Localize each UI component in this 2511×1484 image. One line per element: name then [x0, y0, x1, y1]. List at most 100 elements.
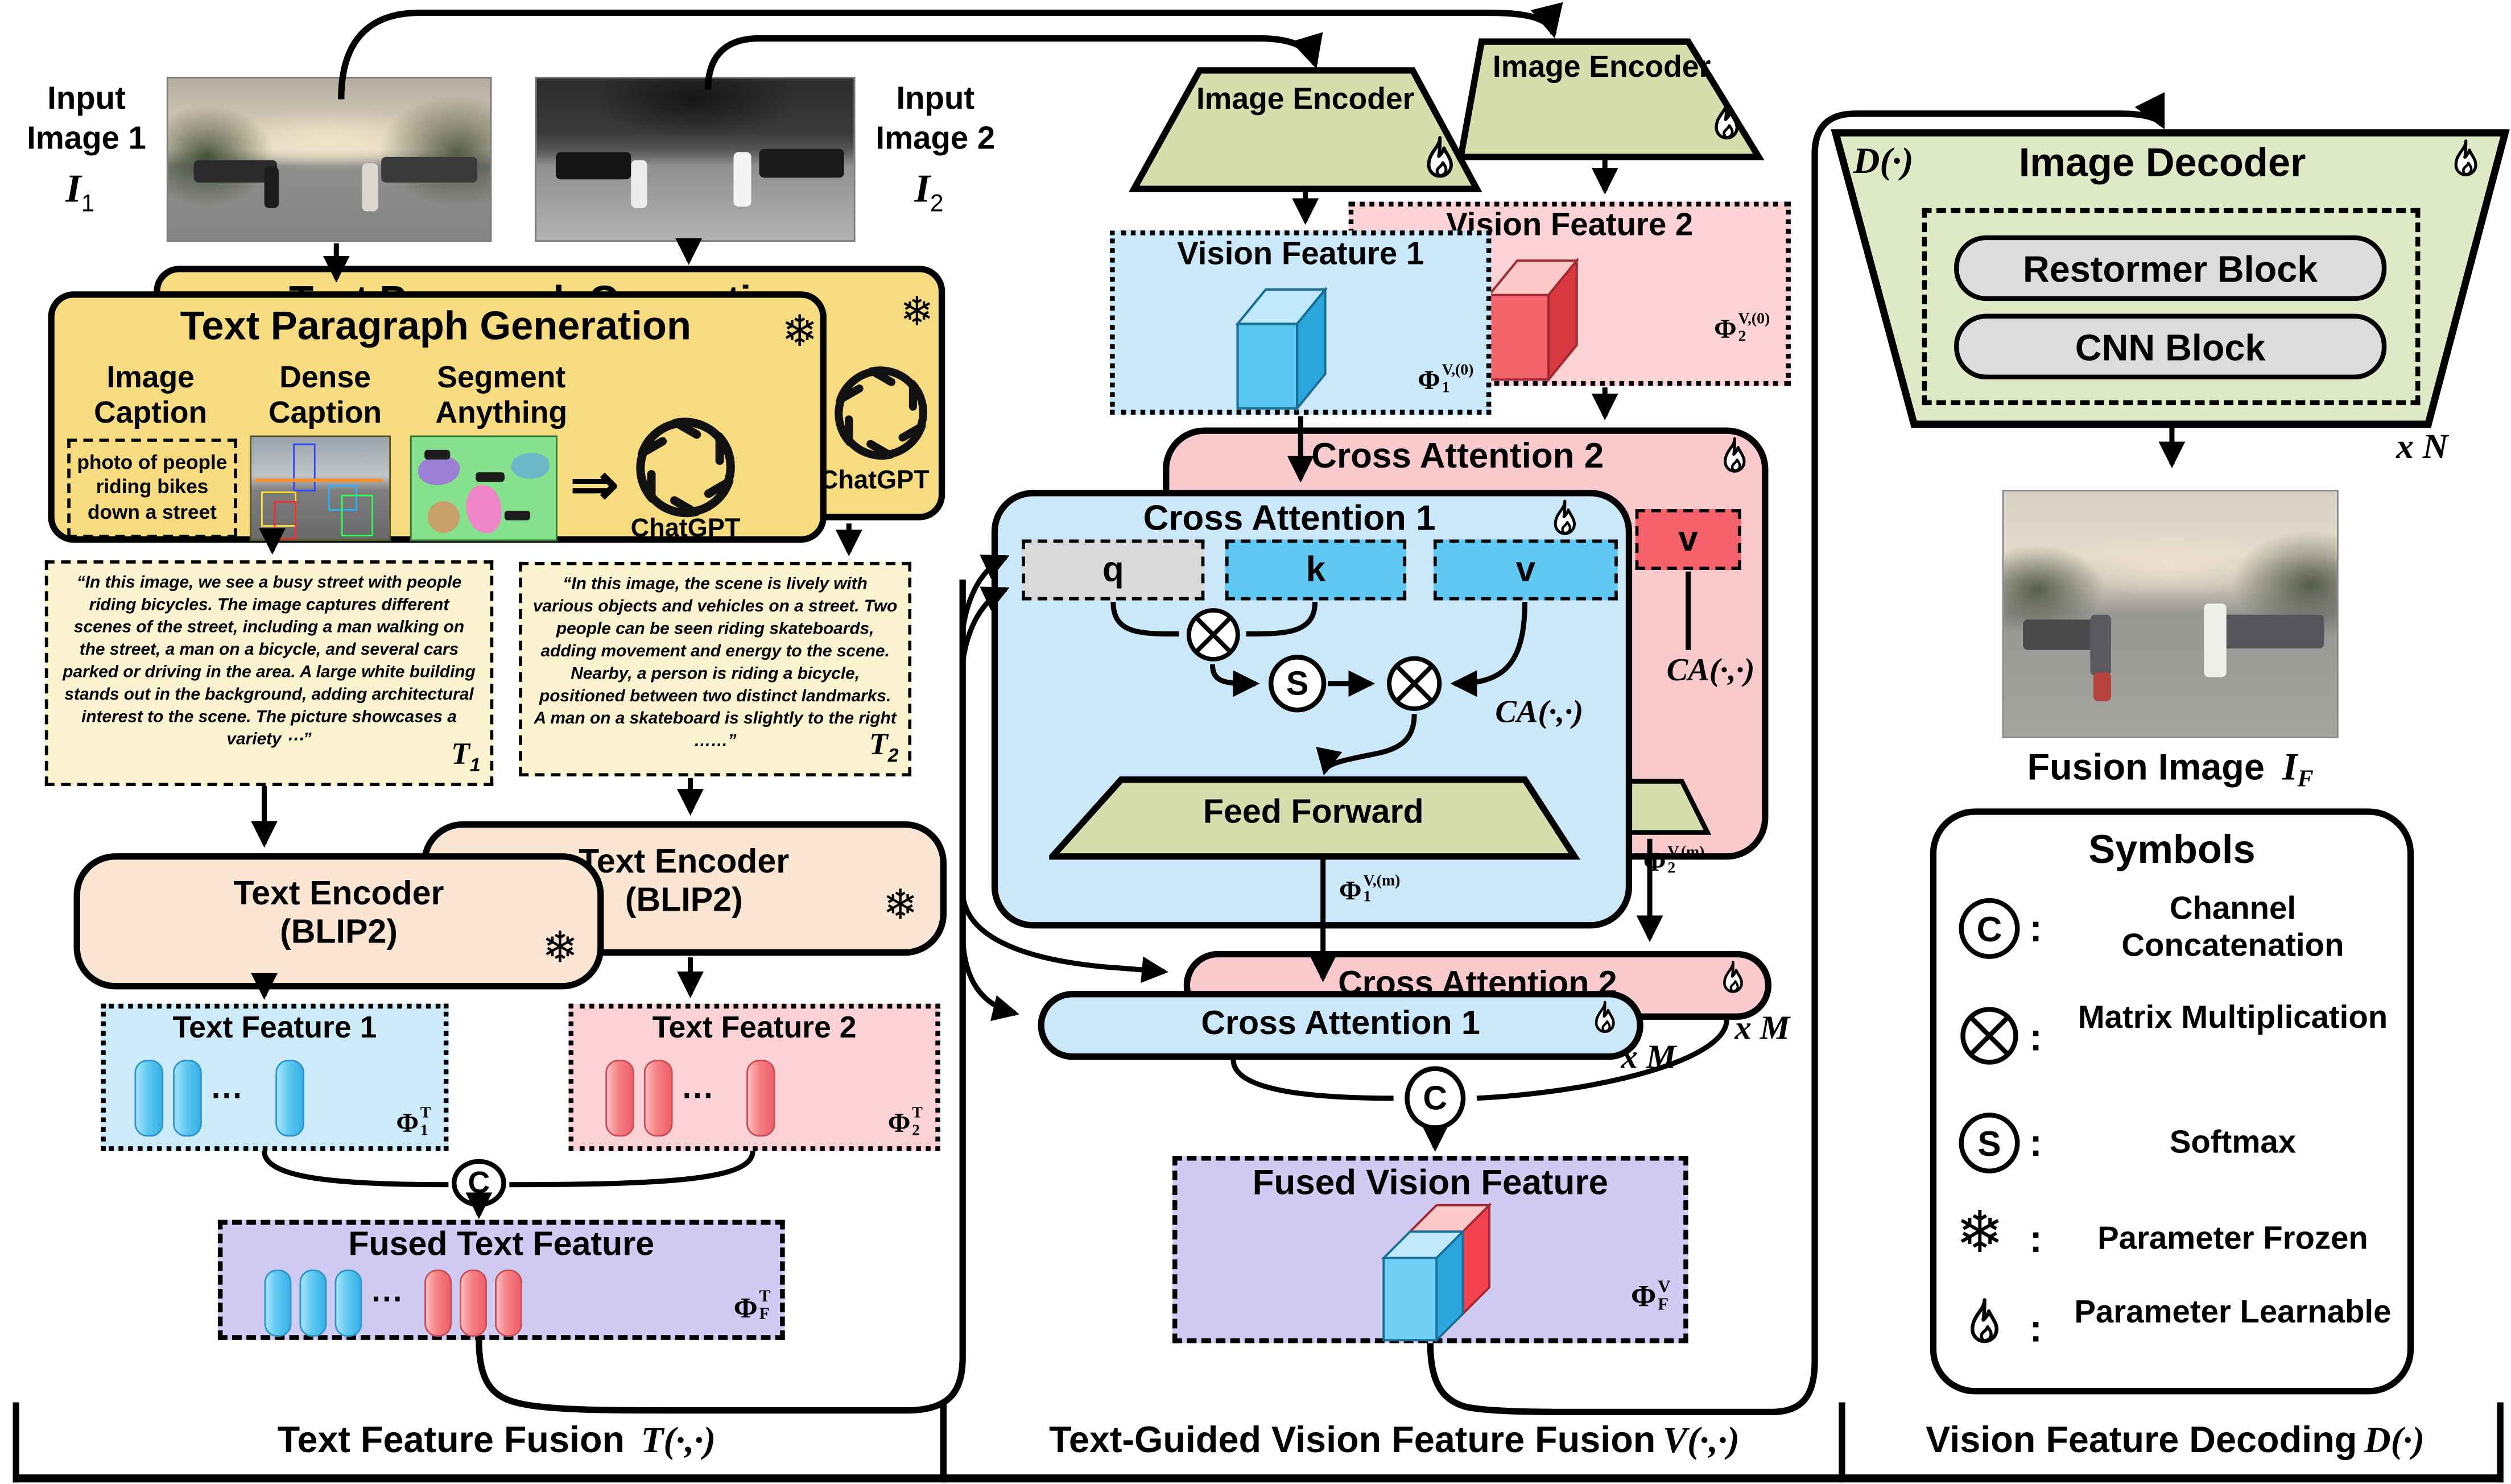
text-feature-2-title: Text Feature 2	[652, 1011, 857, 1045]
fusion-image-photo	[2002, 490, 2339, 738]
dense-text-line	[254, 478, 383, 482]
dense-bbox	[328, 485, 357, 511]
flame-icon	[2447, 138, 2484, 181]
fusion-bicycle	[2093, 672, 2112, 702]
feature-pill	[460, 1269, 487, 1337]
value-box: v	[1433, 539, 1618, 601]
feature-pill	[746, 1060, 775, 1137]
text-paragraph-generation-box-1: Text Paragraph Generation ❄ Image Captio…	[48, 291, 827, 543]
legend-colon: :	[2029, 1218, 2042, 1262]
ca2-v-box: v	[1635, 509, 1741, 570]
section1-math: T(·,·)	[641, 1420, 716, 1460]
flame-icon	[1589, 999, 1621, 1037]
paragraph-t2-text: “In this image, the scene is lively with…	[532, 574, 898, 751]
legend-label-frozen: Parameter Frozen	[2097, 1221, 2368, 1257]
feature-pill	[643, 1060, 673, 1137]
decoder-math-label: D(·)	[1853, 140, 1914, 181]
legend-label-matmul: Matrix Multiplication	[2078, 1001, 2388, 1036]
feature-pill	[275, 1060, 304, 1137]
segment-anything-header: Segment Anything	[435, 362, 568, 431]
vision-feature-1-title: Vision Feature 1	[1177, 237, 1424, 272]
fusion-image-label: Fusion Image	[2027, 746, 2265, 788]
legend-colon: :	[2029, 1122, 2042, 1165]
matmul-circle-icon	[1384, 653, 1445, 714]
cross-attention-1-pill: Cross Attention 1	[1038, 991, 1643, 1060]
snowflake-icon: ❄	[882, 882, 918, 931]
text-encoder-1-box: Text Encoder (BLIP2) ❄	[73, 853, 604, 990]
section2-text: Text-Guided Vision Feature Fusion	[1049, 1418, 1656, 1460]
feature-pill	[605, 1060, 634, 1137]
legend-colon: :	[2029, 907, 2042, 951]
fusion-cyclist	[2090, 614, 2112, 675]
segment-label-chip	[504, 510, 530, 520]
chatgpt-logo-icon	[833, 365, 929, 461]
implies-arrow-icon: ⇒	[570, 451, 619, 518]
dense-bbox	[293, 443, 316, 492]
snowflake-icon: ❄	[1955, 1200, 2004, 1267]
dense-bbox	[341, 494, 374, 536]
feature-pill	[299, 1269, 327, 1337]
fused-vision-feature-cube	[1381, 1202, 1492, 1343]
softmax-circle: S	[1268, 655, 1327, 713]
parked-cars-left	[193, 159, 278, 182]
ca1-repeat-label: x M	[1621, 1037, 1676, 1076]
dense-caption-header: Dense Caption	[269, 362, 382, 431]
flame-icon	[1707, 99, 1746, 144]
footer-tick	[940, 1402, 946, 1483]
softmax-circle-icon: S	[1959, 1113, 2020, 1174]
text-encoder-1-line1: Text Encoder	[233, 875, 444, 913]
image-encoder-1-label: Image Encoder	[1196, 83, 1415, 117]
image-caption-header: Image Caption	[94, 362, 208, 431]
ca1-math-label: CA(·,·)	[1495, 695, 1584, 730]
footer-tick	[2497, 1402, 2503, 1483]
footer-tick	[1839, 1402, 1845, 1483]
legend-label-learnable: Parameter Learnable	[2074, 1295, 2392, 1330]
tpg1-title: Text Paragraph Generation	[180, 304, 692, 349]
cyclist-silhouette	[265, 166, 279, 208]
snowflake-icon: ❄	[782, 307, 818, 357]
feature-pill	[173, 1060, 202, 1137]
decoder-repeat-label: x N	[2396, 425, 2448, 466]
legend-colon: :	[2029, 1308, 2042, 1351]
ca2-math-label: CA(·,·)	[1666, 653, 1755, 689]
dense-caption-thumbnail	[250, 435, 391, 541]
paragraph-t1-box: “In this image, we see a busy street wit…	[44, 560, 494, 786]
segment-blob	[466, 485, 502, 534]
text-encoder-1-line2: (BLIP2)	[280, 914, 398, 951]
input-image-2-label: Input Image 2	[875, 81, 996, 157]
input-image-1-symbol: I1	[65, 168, 95, 218]
snowflake-icon: ❄	[900, 288, 934, 335]
flame-icon	[1962, 1295, 2007, 1350]
chatgpt-logo-icon	[634, 416, 737, 519]
input-image-2-symbol: I2	[914, 168, 944, 218]
text-feature-1-title: Text Feature 1	[172, 1011, 377, 1045]
legend-label-softmax: Softmax	[2169, 1125, 2297, 1161]
segment-blob	[418, 456, 460, 485]
ir-cyclist-silhouette	[631, 159, 648, 208]
concat-circle: C	[1405, 1066, 1466, 1131]
fusion-image-symbol: I	[2282, 747, 2298, 789]
vision-feature-1-cube	[1235, 286, 1328, 412]
fused-text-feature-title: Fused Text Feature	[348, 1226, 655, 1263]
fusion-cars-right	[2223, 614, 2324, 648]
section-label-text-fusion: Text Feature Fusion T(·,·)	[160, 1419, 833, 1462]
footer-bar	[13, 1474, 2502, 1483]
image-caption-box: photo of people riding bikes down a stre…	[67, 439, 237, 538]
feature-pill	[134, 1060, 164, 1137]
feature-pill	[424, 1269, 452, 1337]
fusion-pedestrian	[2203, 604, 2227, 678]
legend-label-concat: Channel Concatenation	[2121, 891, 2344, 964]
tpg2-chatgpt-label: ChatGPT	[819, 467, 930, 495]
ir-pedestrian-silhouette	[733, 152, 751, 208]
section1-text: Text Feature Fusion	[277, 1418, 625, 1460]
matmul-circle-icon	[1957, 1004, 2022, 1068]
vision-feature-2-cube	[1486, 257, 1579, 383]
